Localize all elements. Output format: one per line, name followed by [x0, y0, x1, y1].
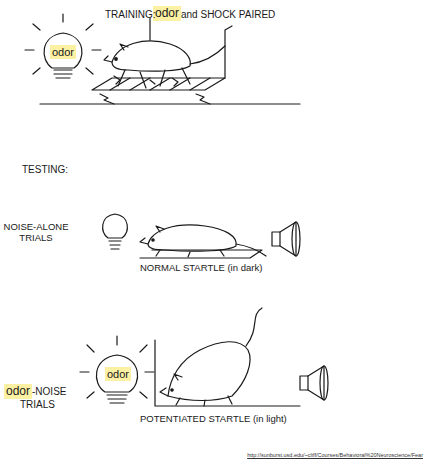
- odor-highlight: odor: [153, 6, 181, 21]
- caption-label: POTENTIATED STARTLE (in light): [140, 414, 287, 425]
- speaker: [300, 366, 328, 400]
- caption-label: -NOISE: [32, 386, 66, 398]
- rat-potentiated: [155, 308, 300, 406]
- caption-label: and SHOCK PAIRED: [181, 9, 275, 21]
- caption-label: NORMAL STARTLE (in dark): [140, 263, 262, 274]
- highlight-text: odor: [107, 368, 129, 380]
- highlight-text: odor: [155, 6, 179, 20]
- speaker: [272, 222, 300, 256]
- shock-grid: [40, 26, 300, 104]
- highlight-text: odor: [6, 384, 30, 398]
- cage-wall: [149, 18, 150, 40]
- highlight-text: odor: [52, 46, 74, 58]
- odor-highlight: odor: [4, 384, 32, 399]
- caption-label: TESTING:: [22, 164, 68, 176]
- odor-highlight: odor: [105, 367, 131, 381]
- light-bulb-off: [103, 214, 128, 249]
- light-bulb: [25, 14, 101, 78]
- odor-highlight: odor: [50, 45, 76, 59]
- caption-label: NOISE-ALONE TRIALS: [0, 222, 72, 244]
- rat-normal: [140, 225, 266, 258]
- caption-label: TRIALS: [20, 399, 55, 411]
- light-bulb: [80, 336, 154, 403]
- caption-label: TRAINING:: [105, 9, 156, 21]
- source-url: http://sunburst.usd.edu/~cliff/Courses/B…: [247, 452, 423, 458]
